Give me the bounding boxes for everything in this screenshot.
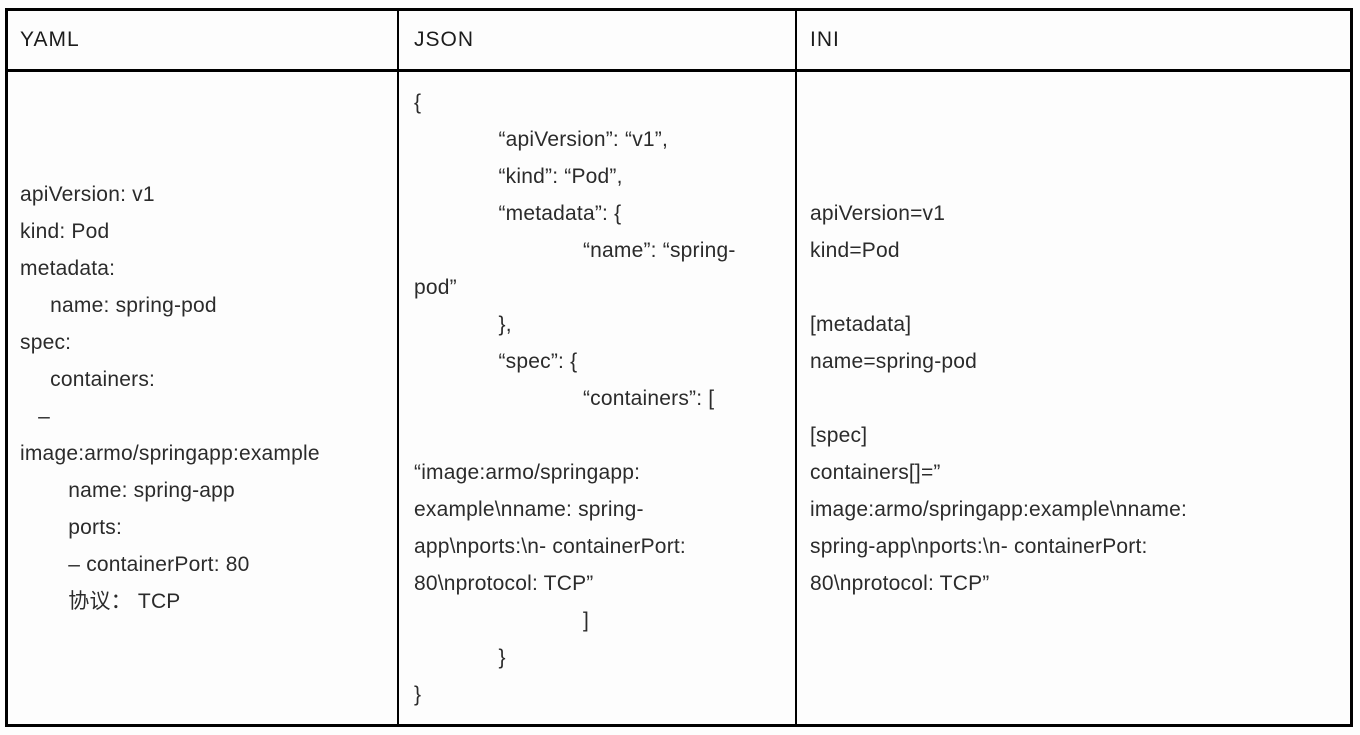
code-line: “spec”: { (414, 349, 578, 373)
ini-code-cell: apiVersion=v1 kind=Pod [metadata] name=spri… (797, 72, 1350, 724)
code-line: containers: (20, 368, 156, 391)
code-line: “containers”: [ (414, 386, 715, 410)
code-line: image:armo/springapp:example\nname: (810, 497, 1188, 521)
code-line (810, 380, 1344, 417)
code-line: }, (414, 312, 512, 336)
code-line: ] (414, 608, 589, 632)
code-line: spec: (20, 331, 72, 354)
code-line: “image:armo/springapp: (414, 460, 641, 484)
code-line: – (20, 405, 50, 428)
column-header-json: JSON (399, 11, 797, 72)
code-line: apiVersion=v1 (810, 201, 946, 225)
yaml-code-cell: apiVersion: v1 kind: Pod metadata: name: s… (8, 72, 399, 724)
code-line: “name”: “spring- (414, 238, 736, 262)
code-line: 80\nprotocol: TCP” (810, 571, 990, 595)
code-line: “metadata”: { (414, 201, 622, 225)
code-line: containers[]=” (810, 460, 941, 484)
code-line: metadata: (20, 257, 116, 280)
code-line: kind=Pod (810, 238, 900, 262)
code-line: } (414, 645, 506, 669)
format-comparison-table: YAML JSON INI apiVersion: v1 kind: Pod met… (5, 8, 1353, 727)
code-line: [metadata] (810, 312, 912, 336)
code-line: spring-app\nports:\n- containerPort: (810, 534, 1148, 558)
code-line: “apiVersion”: “v1”, (414, 127, 669, 151)
column-header-ini: INI (797, 11, 1350, 72)
code-line: image:armo/springapp:example (20, 442, 320, 465)
code-line (414, 417, 789, 454)
code-line: example\nname: spring- (414, 497, 644, 521)
code-line: [spec] (810, 423, 868, 447)
code-line: name: spring-app (20, 479, 235, 502)
code-line: } (414, 682, 422, 706)
code-line: app\nports:\n- containerPort: (414, 534, 686, 558)
code-line: – containerPort: 80 (20, 553, 250, 576)
code-line: name=spring-pod (810, 349, 978, 373)
table-grid: YAML JSON INI apiVersion: v1 kind: Pod met… (8, 11, 1350, 724)
code-line: { (414, 90, 422, 114)
column-header-yaml: YAML (8, 11, 399, 72)
code-line: name: spring-pod (20, 294, 217, 317)
code-line: kind: Pod (20, 220, 110, 243)
code-line: pod” (414, 275, 457, 299)
code-line: ports: (20, 516, 122, 539)
code-line: 80\nprotocol: TCP” (414, 571, 594, 595)
code-line: “kind”: “Pod”, (414, 164, 623, 188)
code-line (810, 269, 1344, 306)
json-code-cell: { “apiVersion”: “v1”, “kind”: “Pod”, “me… (399, 72, 797, 724)
code-line: 协议： TCP (20, 590, 181, 613)
code-line: apiVersion: v1 (20, 183, 155, 206)
